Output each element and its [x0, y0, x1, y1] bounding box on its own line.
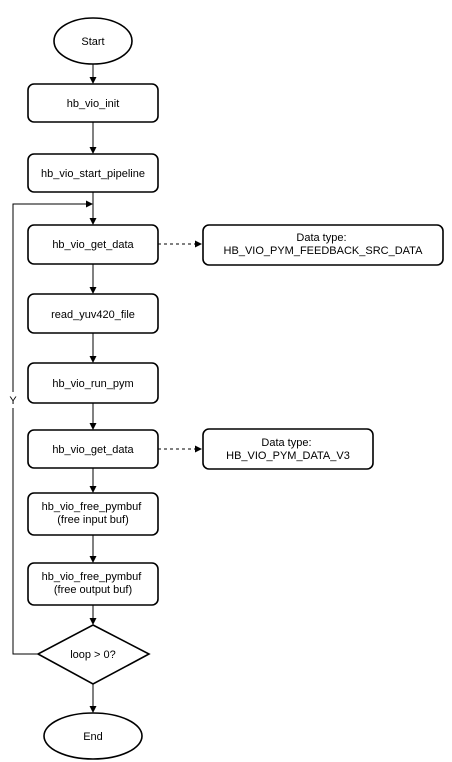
step-init: hb_vio_init [27, 83, 159, 123]
process-box [27, 293, 159, 334]
arrowhead [89, 218, 97, 225]
arrowhead [89, 486, 97, 493]
step-get-data-1: hb_vio_get_data [27, 224, 159, 265]
note-box [202, 428, 374, 470]
arrowhead [89, 356, 97, 363]
step-free-output-line-2: (free output buf) [54, 584, 132, 596]
decision-label: loop > 0? [70, 649, 116, 661]
note-box [202, 224, 444, 266]
arrowhead [89, 618, 97, 625]
loop-back-connector [12, 203, 87, 655]
arrowhead [89, 287, 97, 294]
process-box [27, 492, 159, 536]
process-box [27, 83, 159, 123]
step-free-input-line-2: (free input buf) [57, 514, 129, 526]
step-free-input: hb_vio_free_pymbuf (free input buf) [27, 492, 159, 536]
process-box [27, 153, 159, 193]
decision-node: loop > 0? [36, 624, 151, 685]
arrowhead [86, 200, 93, 208]
decision-diamond [36, 624, 151, 685]
step-free-input-label: hb_vio_free_pymbuf (free input buf) [42, 501, 145, 526]
step-free-input-line-1: hb_vio_free_pymbuf [42, 501, 143, 513]
arrowhead [89, 147, 97, 154]
arrowhead [89, 706, 97, 713]
arrowhead [89, 423, 97, 430]
step-read-file-label: read_yuv420_file [51, 309, 135, 321]
connectors [12, 64, 202, 713]
note-2-label: Data type: HB_VIO_PYM_DATA_V3 [226, 437, 350, 462]
end-node: End [43, 712, 143, 760]
loop-label-bg [7, 392, 19, 408]
step-free-output-line-1: hb_vio_free_pymbuf [42, 571, 143, 583]
note-pym-data-v3: Data type: HB_VIO_PYM_DATA_V3 [202, 428, 374, 470]
step-run-pym-label: hb_vio_run_pym [52, 378, 133, 390]
note-1-line-2: HB_VIO_PYM_FEEDBACK_SRC_DATA [224, 245, 424, 257]
end-label: End [83, 731, 103, 743]
start-label: Start [81, 36, 104, 48]
step-free-output-label: hb_vio_free_pymbuf (free output buf) [42, 571, 145, 596]
step-get-data-2: hb_vio_get_data [27, 429, 159, 469]
arrowhead [195, 240, 202, 248]
step-get-data-1-label: hb_vio_get_data [52, 239, 134, 251]
process-box [27, 562, 159, 606]
start-node: Start [53, 17, 133, 65]
process-box [27, 362, 159, 404]
note-feedback-src-data: Data type: HB_VIO_PYM_FEEDBACK_SRC_DATA [202, 224, 444, 266]
arrowhead [89, 556, 97, 563]
process-box [27, 224, 159, 265]
note-1-label: Data type: HB_VIO_PYM_FEEDBACK_SRC_DATA [224, 232, 424, 257]
note-2-line-1: Data type: [261, 437, 311, 449]
note-2-line-2: HB_VIO_PYM_DATA_V3 [226, 450, 350, 462]
loop-label: Y [9, 395, 17, 407]
arrowhead [195, 445, 202, 453]
arrowhead [89, 77, 97, 84]
step-free-output: hb_vio_free_pymbuf (free output buf) [27, 562, 159, 606]
step-start-pipeline: hb_vio_start_pipeline [27, 153, 159, 193]
note-1-line-1: Data type: [296, 232, 346, 244]
step-read-file: read_yuv420_file [27, 293, 159, 334]
process-box [27, 429, 159, 469]
step-start-pipeline-label: hb_vio_start_pipeline [41, 168, 145, 180]
end-terminator [43, 712, 143, 760]
step-run-pym: hb_vio_run_pym [27, 362, 159, 404]
start-terminator [53, 17, 133, 65]
step-get-data-2-label: hb_vio_get_data [52, 444, 134, 456]
step-init-label: hb_vio_init [67, 98, 120, 110]
